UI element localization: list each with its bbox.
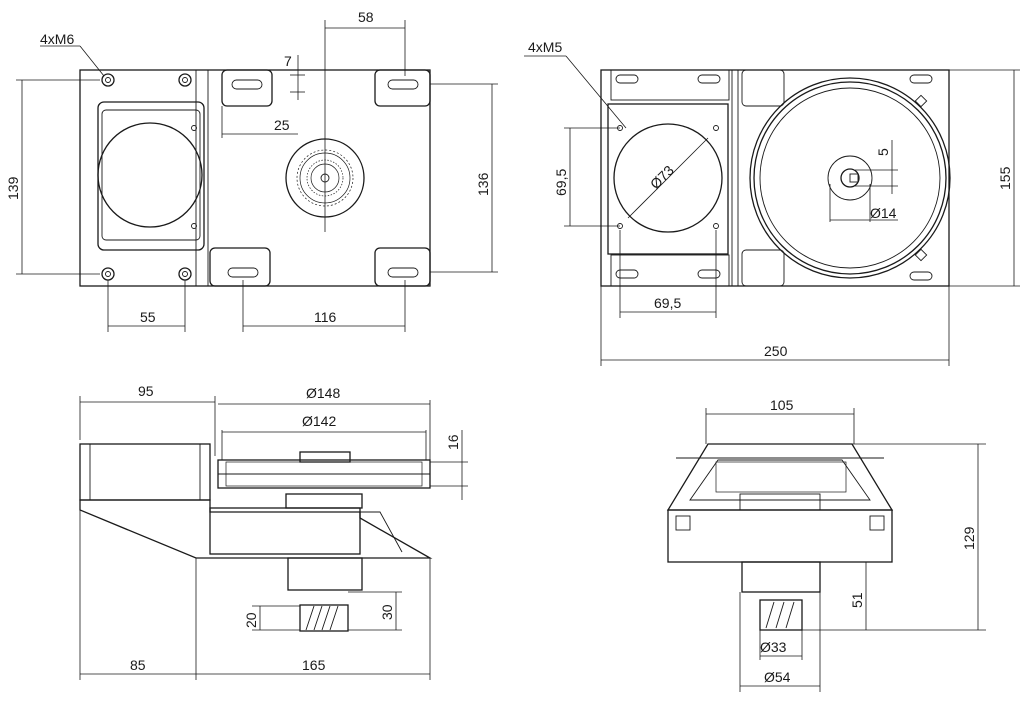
- dim-165: 165: [302, 657, 326, 673]
- dim-33: Ø33: [760, 639, 787, 655]
- motor-flange: [607, 103, 729, 255]
- motor-circle-73: [613, 123, 723, 233]
- dim-25: 25: [274, 117, 290, 133]
- mounting-holes: [101, 73, 192, 281]
- output-gear-front: [759, 599, 803, 631]
- dim-250: 250: [764, 343, 788, 359]
- dim-54: Ø54: [764, 669, 791, 685]
- dim-58: 58: [358, 9, 374, 25]
- dim-129: 129: [961, 526, 977, 550]
- motor-window: [97, 101, 205, 251]
- hub: [287, 557, 363, 591]
- note-4xm6: 4xM6: [40, 31, 74, 47]
- dim-116: 116: [314, 309, 337, 325]
- dim-51: 51: [849, 592, 865, 608]
- dim-155: 155: [997, 166, 1013, 190]
- dim-85: 85: [130, 657, 146, 673]
- output-gear: [299, 604, 349, 632]
- dim-circle-73: Ø73: [647, 162, 677, 192]
- note-4xm5: 4xM5: [528, 39, 562, 55]
- dim-20: 20: [243, 612, 259, 628]
- dim-69-5-v: 69,5: [553, 169, 569, 196]
- dim-16: 16: [445, 434, 461, 450]
- dim-136: 136: [475, 172, 491, 196]
- dim-55: 55: [140, 309, 156, 325]
- dim-148: Ø148: [306, 385, 340, 401]
- pulley: [749, 77, 951, 279]
- dim-142: Ø142: [302, 413, 336, 429]
- bottom-left-view: 95 Ø148 Ø142 16 20 30 85 165: [79, 383, 468, 680]
- dim-105: 105: [770, 397, 794, 413]
- dim-7: 7: [284, 53, 292, 69]
- dim-30: 30: [379, 604, 395, 620]
- dim-95: 95: [138, 383, 154, 399]
- dim-139: 139: [5, 176, 21, 200]
- bottom-right-view: 105 129 51 Ø33 Ø54: [666, 397, 986, 692]
- dim-69-5-h: 69,5: [654, 295, 681, 311]
- motor-box: [79, 443, 211, 501]
- dim-shaft-14: Ø14: [870, 205, 897, 221]
- top-left-view: 58 7 25 139 136 55 116 4xM6: [5, 9, 498, 332]
- top-right-view: 69,5 Ø73 5 Ø14 69,5 250 155 4xM5: [524, 39, 1020, 366]
- housing-front: [667, 509, 893, 563]
- motor-circle: [97, 122, 203, 228]
- dim-key-5: 5: [875, 148, 891, 156]
- bracket: [79, 499, 433, 559]
- hub-front: [741, 561, 821, 593]
